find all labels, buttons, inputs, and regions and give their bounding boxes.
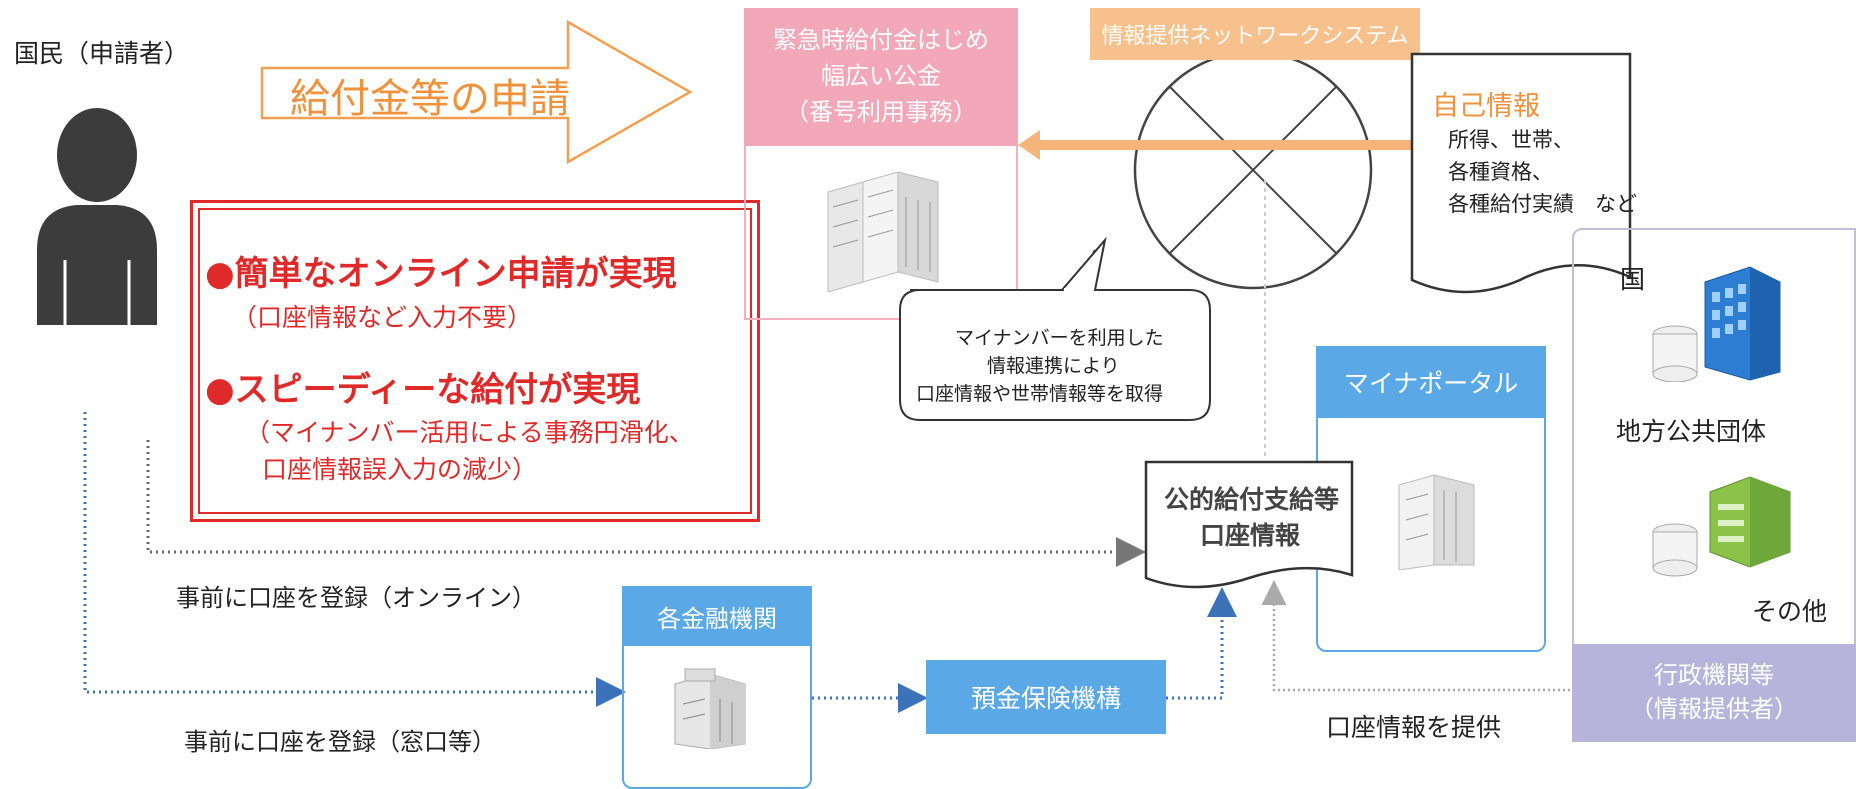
application-arrow-label: 給付金等の申請 bbox=[290, 76, 570, 122]
benefits-box bbox=[190, 200, 760, 522]
benefit-online-sub: （口座情報など入力不要） bbox=[232, 303, 533, 332]
self-info-title: 自己情報 bbox=[1432, 91, 1540, 122]
self-info-line2: 各種資格、 bbox=[1448, 160, 1553, 184]
applicant-label: 国民（申請者） bbox=[14, 39, 190, 68]
callout-line2: 情報連携により bbox=[987, 355, 1120, 377]
callout-line1: マイナンバーを利用した bbox=[955, 327, 1164, 349]
deposit-insurance-box: 預金保険機構 bbox=[926, 660, 1166, 734]
register-online-label: 事前に口座を登録（オンライン） bbox=[176, 584, 536, 612]
benefit-speed-title: ●スピーディーな給付が実現 bbox=[205, 370, 641, 410]
network-system-label: 情報提供ネットワークシステム bbox=[1090, 8, 1420, 60]
application-arrow-shape bbox=[260, 19, 693, 165]
provide-account-label: 口座情報を提供 bbox=[1326, 713, 1502, 742]
bank-building-icon bbox=[674, 668, 746, 749]
benefit-speed-sub2: 口座情報誤入力の減少） bbox=[262, 455, 538, 484]
callout-line3: 口座情報や世帯情報等を取得 bbox=[916, 383, 1164, 405]
server-icon bbox=[827, 172, 939, 292]
self-info-line3: 各種給付実績 など bbox=[1448, 192, 1637, 216]
register-counter-label: 事前に口座を登録（窓口等） bbox=[184, 728, 496, 756]
benefit-online-title: ●簡単なオンライン申請が実現 bbox=[205, 254, 677, 294]
provider-local-gov-label: 地方公共団体 bbox=[1616, 417, 1767, 446]
self-info-line1: 所得、世帯、 bbox=[1448, 128, 1574, 152]
callout-bubble bbox=[899, 236, 1211, 421]
public-funds-header: 緊急時給付金はじめ 幅広い公金 （番号利用事務） bbox=[744, 8, 1018, 146]
provider-country-label: 国 bbox=[1620, 265, 1646, 294]
account-info-line1: 公的給付支給等 bbox=[1164, 485, 1340, 514]
person-icon bbox=[37, 108, 157, 325]
local-gov-building-icon bbox=[1652, 476, 1791, 577]
financial-institutions-header: 各金融機関 bbox=[622, 586, 812, 646]
office-building-icon bbox=[1652, 266, 1781, 382]
public-funds-line3: （番号利用事務） bbox=[785, 98, 977, 126]
public-funds-line1: 緊急時給付金はじめ bbox=[773, 26, 989, 54]
account-info-document bbox=[1144, 460, 1354, 589]
provider-other-label: その他 bbox=[1752, 597, 1828, 626]
account-info-line2: 口座情報 bbox=[1200, 521, 1301, 550]
myna-portal-header: マイナポータル bbox=[1316, 346, 1546, 418]
providers-footer-line1: 行政機関等 bbox=[1654, 661, 1774, 689]
portal-server-icon bbox=[1398, 474, 1475, 570]
providers-footer-line2: （情報提供者） bbox=[1630, 695, 1798, 723]
benefit-speed-sub1: （マイナンバー活用による事務円滑化、 bbox=[245, 418, 694, 447]
providers-footer: 行政機関等 （情報提供者） bbox=[1572, 644, 1856, 742]
public-funds-line2: 幅広い公金 bbox=[821, 62, 941, 90]
